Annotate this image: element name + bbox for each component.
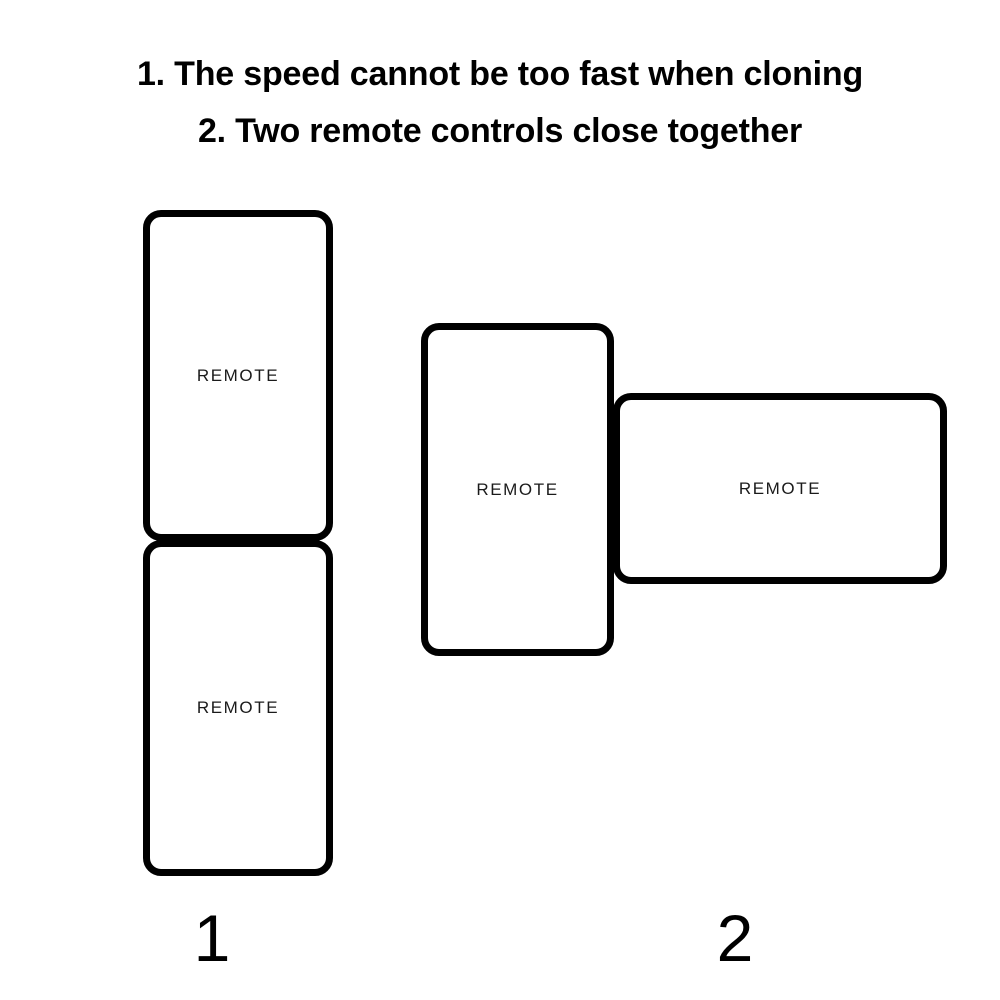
remote-label: REMOTE xyxy=(196,365,280,385)
instruction-line-2: 2. Two remote controls close together xyxy=(197,112,803,150)
figure-1-remote-bottom: REMOTE xyxy=(143,540,333,876)
figure-1-remote-top: REMOTE xyxy=(143,210,333,541)
figure-2-remote-portrait: REMOTE xyxy=(421,323,614,656)
instruction-line-1: 1. The speed cannot be too fast when clo… xyxy=(136,55,864,93)
remote-label: REMOTE xyxy=(476,479,559,499)
remote-label: REMOTE xyxy=(738,478,822,498)
figure-1-caption: 1 xyxy=(193,901,231,975)
figure-2-caption: 2 xyxy=(716,901,754,975)
figure-2-remote-landscape: REMOTE xyxy=(613,393,947,584)
remote-label: REMOTE xyxy=(196,698,280,717)
